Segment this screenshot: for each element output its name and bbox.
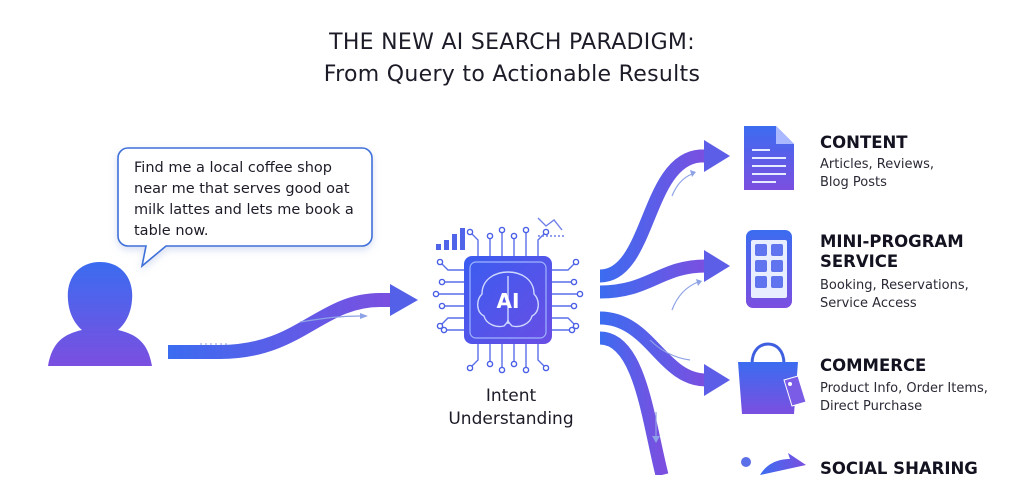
ai-chip-icon <box>432 226 584 374</box>
document-icon <box>744 126 794 190</box>
diagram-subtitle: From Query to Actionable Results <box>323 62 701 87</box>
input-flow-arrow <box>168 284 418 359</box>
shopping-bag-icon <box>738 342 807 414</box>
share-icon <box>741 453 806 475</box>
smartphone-icon <box>746 230 792 308</box>
query-text: Find me a local coffee shop near me that… <box>134 160 354 239</box>
output-arrow-heads <box>704 140 730 396</box>
commerce-title: COMMERCE <box>820 356 927 375</box>
output-flow-arrows <box>599 149 707 475</box>
diagram-title: THE NEW AI SEARCH PARADIGM: <box>329 30 695 55</box>
line-chart-icon <box>537 217 566 237</box>
processor-caption: Intent Understanding <box>448 386 574 429</box>
commerce-desc: Product Info, Order Items, Direct Purcha… <box>820 381 988 414</box>
content-desc: Articles, Reviews, Blog Posts <box>820 157 935 190</box>
chip-label: AI <box>497 289 520 313</box>
mini-program-title: MINI-PROGRAM SERVICE <box>820 232 964 271</box>
bar-chart-icon <box>436 228 465 250</box>
thin-flow-lines <box>649 173 699 436</box>
speech-bubble <box>117 147 373 269</box>
user-icon <box>48 262 152 366</box>
mini-program-desc: Booking, Reservations, Service Access <box>820 278 969 311</box>
content-title: CONTENT <box>820 133 908 152</box>
social-sharing-title: SOCIAL SHARING <box>820 459 978 478</box>
brain-icon <box>477 271 539 328</box>
